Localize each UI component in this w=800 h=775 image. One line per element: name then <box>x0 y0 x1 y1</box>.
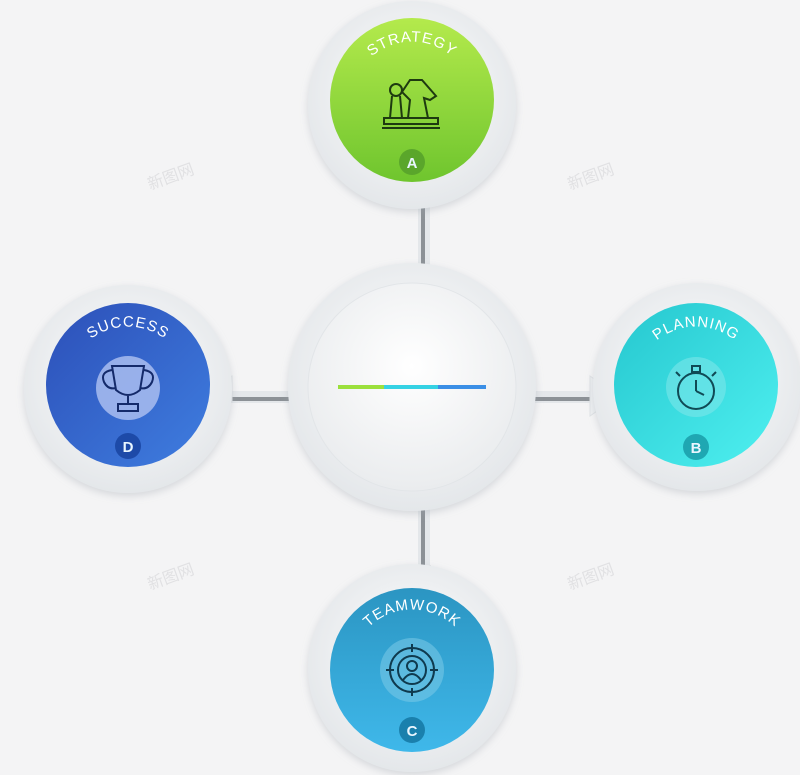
trophy-icon <box>96 356 160 420</box>
node-teamwork: TEAMWORK C <box>308 564 516 772</box>
node-teamwork-badge <box>399 717 425 743</box>
node-teamwork-letter: C <box>407 723 418 740</box>
watermark-text: 新图网 <box>145 159 197 193</box>
watermark-text: 新图网 <box>565 559 617 593</box>
node-planning: PLANNING B <box>593 283 800 491</box>
target-person-icon <box>380 638 444 702</box>
node-planning-letter: B <box>691 440 702 457</box>
node-success-badge <box>115 433 141 459</box>
center-hub <box>288 263 536 511</box>
node-strategy-badge <box>399 149 425 175</box>
node-success-letter: D <box>123 439 134 456</box>
watermark-text: 新图网 <box>565 159 617 193</box>
watermark-text: 新图网 <box>145 559 197 593</box>
stopwatch-icon <box>666 357 726 417</box>
node-strategy-letter: A <box>407 155 418 172</box>
center-accent-bar-cyan <box>384 385 438 389</box>
node-strategy: STRATEGY A <box>308 1 516 209</box>
node-planning-badge <box>683 434 709 460</box>
center-accent-bar-blue <box>438 385 486 389</box>
node-success: SUCCESS D <box>24 285 232 493</box>
center-accent-bar-green <box>338 385 384 389</box>
chess-knight-pawn-icon <box>382 79 440 129</box>
